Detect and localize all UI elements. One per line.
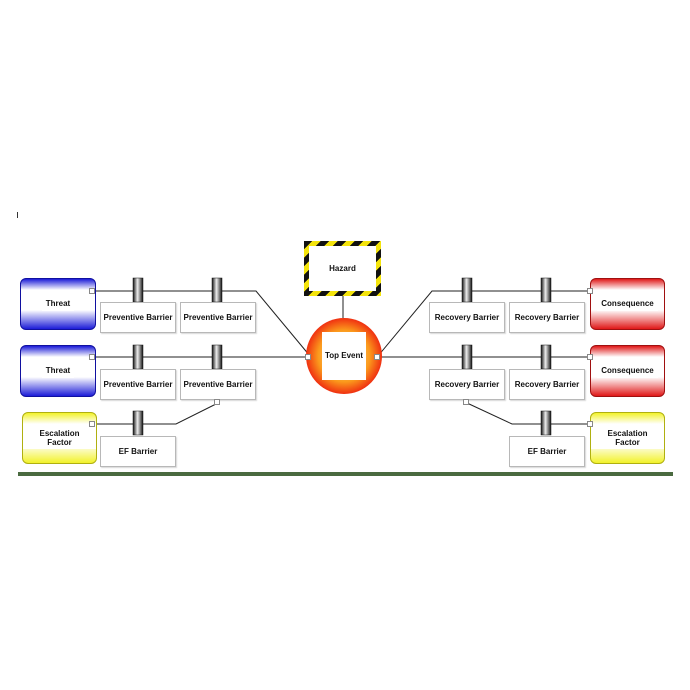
hazard-node[interactable]: Hazard (304, 241, 381, 296)
ef-barrier-label: EF Barrier (118, 446, 158, 456)
ef-barrier[interactable]: EF Barrier (509, 436, 585, 467)
barrier-post (132, 277, 144, 303)
collapse-toggle[interactable] (214, 399, 220, 405)
barrier-post (540, 410, 552, 436)
collapse-toggle[interactable] (587, 288, 593, 294)
recovery-barrier[interactable]: Recovery Barrier (429, 302, 505, 333)
recovery-barrier[interactable]: Recovery Barrier (509, 302, 585, 333)
consequence-node[interactable]: Consequence (590, 278, 665, 330)
escalation-factor-label: Escalation Factor (23, 426, 96, 450)
barrier-post (211, 277, 223, 303)
collapse-toggle[interactable] (89, 354, 95, 360)
ground-line (18, 472, 673, 476)
preventive-barrier[interactable]: Preventive Barrier (180, 369, 256, 400)
barrier-post (540, 277, 552, 303)
consequence-node[interactable]: Consequence (590, 345, 665, 397)
barrier-posts (132, 277, 552, 436)
barrier-post (461, 344, 473, 370)
collapse-toggle[interactable] (374, 354, 380, 360)
recovery-barrier[interactable]: Recovery Barrier (509, 369, 585, 400)
threat-node[interactable]: Threat (20, 345, 96, 397)
threat-node[interactable]: Threat (20, 278, 96, 330)
recovery-barrier[interactable]: Recovery Barrier (429, 369, 505, 400)
collapse-toggle[interactable] (305, 354, 311, 360)
barrier-post (211, 344, 223, 370)
barrier-post (540, 344, 552, 370)
collapse-toggle[interactable] (463, 399, 469, 405)
preventive-barrier[interactable]: Preventive Barrier (180, 302, 256, 333)
ef-barrier[interactable]: EF Barrier (100, 436, 176, 467)
consequence-label: Consequence (597, 297, 658, 311)
hazard-label: Hazard (309, 246, 376, 291)
collapse-toggle[interactable] (587, 354, 593, 360)
threat-label: Threat (41, 297, 75, 311)
consequence-label: Consequence (597, 364, 658, 378)
escalation-factor-label: Escalation Factor (591, 426, 664, 450)
barrier-post (461, 277, 473, 303)
barrier-label: Preventive Barrier (103, 379, 173, 389)
barrier-label: Preventive Barrier (183, 379, 253, 389)
preventive-barrier[interactable]: Preventive Barrier (100, 369, 176, 400)
barrier-post (132, 344, 144, 370)
collapse-toggle[interactable] (587, 421, 593, 427)
barrier-post (132, 410, 144, 436)
collapse-toggle[interactable] (89, 288, 95, 294)
barrier-label: Recovery Barrier (434, 379, 500, 389)
edge-tick (17, 212, 18, 218)
escalation-factor-node[interactable]: Escalation Factor (22, 412, 97, 464)
top-event-label: Top Event (322, 332, 366, 380)
preventive-barrier[interactable]: Preventive Barrier (100, 302, 176, 333)
barrier-label: Recovery Barrier (514, 312, 580, 322)
barrier-label: Recovery Barrier (514, 379, 580, 389)
barrier-label: Preventive Barrier (183, 312, 253, 322)
top-event-node[interactable]: Top Event (306, 318, 382, 394)
ef-barrier-label: EF Barrier (527, 446, 567, 456)
barrier-label: Recovery Barrier (434, 312, 500, 322)
escalation-factor-node[interactable]: Escalation Factor (590, 412, 665, 464)
barrier-label: Preventive Barrier (103, 312, 173, 322)
threat-label: Threat (41, 364, 75, 378)
collapse-toggle[interactable] (89, 421, 95, 427)
